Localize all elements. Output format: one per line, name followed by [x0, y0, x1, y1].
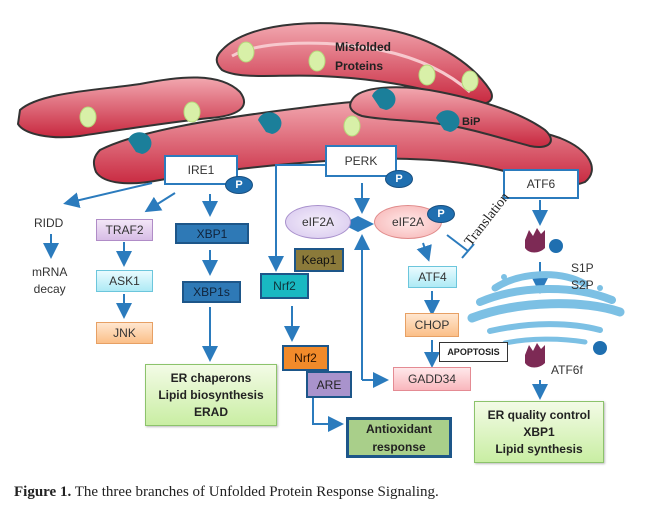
golgi-apparatus: [467, 271, 625, 346]
bip-label: BiP: [462, 116, 481, 128]
perk-sensor: PERK: [325, 145, 397, 177]
outcome-er-quality-control: ER quality control: [487, 407, 591, 422]
nrf2-node: Nrf2: [260, 273, 309, 299]
misfolded-proteins-label: Misfolded Proteins: [335, 38, 391, 76]
ire1-outcome-box: ER chaperons Lipid biosynthesis ERAD: [145, 364, 277, 426]
atf6f-label: ATF6f: [551, 363, 583, 377]
bip-chaperones: [128, 88, 460, 154]
apoptosis-box: APOPTOSIS: [439, 342, 508, 362]
outcome-lipid-biosynthesis: Lipid biosynthesis: [158, 387, 264, 402]
misfolded-label-line2: Proteins: [335, 59, 384, 73]
perk-phospho-icon: P: [385, 170, 413, 188]
ire1-phospho-icon: P: [225, 176, 253, 194]
xbp1s-node: XBP1s: [182, 281, 241, 303]
jnk-node: JNK: [96, 322, 153, 344]
s2p-label: S2P: [571, 278, 594, 292]
misfolded-label-line1: Misfolded: [335, 40, 391, 54]
figure-caption: Figure 1. The three branches of Unfolded…: [14, 484, 439, 501]
figure-caption-label: Figure 1.: [14, 484, 72, 500]
antioxidant-response-box: Antioxidant response: [346, 417, 452, 458]
mrna-decay-label: mRNA decay: [32, 264, 67, 298]
outcome-erad: ERAD: [193, 404, 228, 419]
s1p-label: S1P: [571, 261, 594, 275]
eif2a-phospho-icon: P: [427, 205, 455, 223]
chop-node: CHOP: [405, 313, 459, 337]
nrf2-nuclear-node: Nrf2: [282, 345, 329, 371]
outcome-xbp1: XBP1: [523, 424, 555, 439]
atf6-protease-complex: [525, 228, 563, 253]
outcome-er-chaperons: ER chaperons: [170, 370, 252, 385]
arrows-ire1: [43, 182, 218, 362]
traf2-node: TRAF2: [96, 219, 153, 241]
are-node: ARE: [306, 371, 352, 398]
outcome-lipid-synthesis: Lipid synthesis: [495, 441, 583, 456]
xbp1-node: XBP1: [175, 223, 249, 244]
atf6f-fragment: [525, 341, 607, 368]
antioxidant-line2: response: [372, 439, 426, 454]
antioxidant-line1: Antioxidant: [366, 421, 432, 436]
atf4-node: ATF4: [408, 266, 457, 288]
er-cisterna-left: [16, 76, 246, 139]
misfolded-proteins: [79, 41, 479, 137]
protease-labels: S1P S2P: [571, 260, 594, 294]
gadd34-node: GADD34: [393, 367, 471, 391]
mrna-decay-line1: mRNA: [32, 265, 68, 279]
arrows-perk: [268, 164, 475, 432]
eif2a-node: eIF2A: [285, 205, 351, 239]
ridd-label: RIDD: [34, 216, 64, 230]
mrna-decay-line2: decay: [33, 282, 66, 296]
keap1-node: Keap1: [294, 248, 344, 272]
figure-caption-text: The three branches of Unfolded Protein R…: [71, 484, 439, 500]
ask1-node: ASK1: [96, 270, 153, 292]
atf6-outcome-box: ER quality control XBP1 Lipid synthesis: [474, 401, 604, 463]
atf6-sensor: ATF6: [503, 169, 579, 199]
